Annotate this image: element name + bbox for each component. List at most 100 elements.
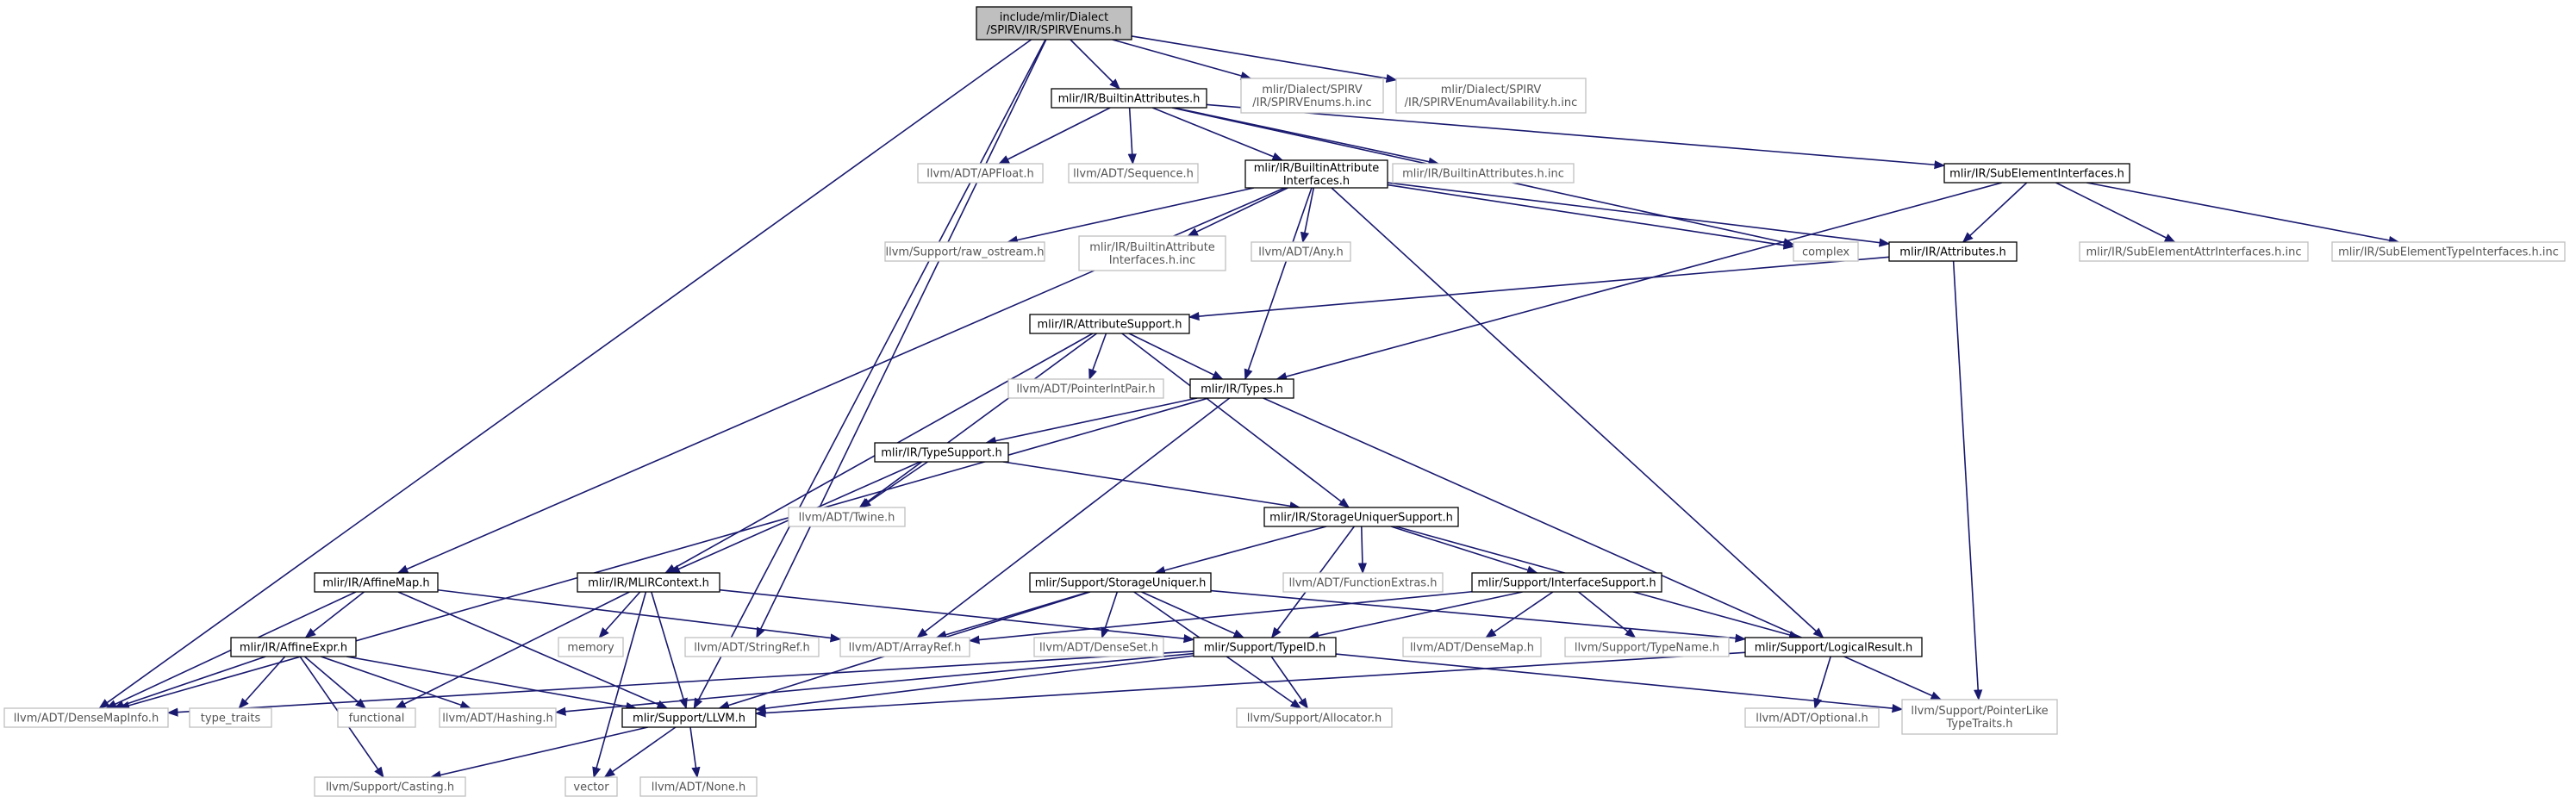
node-attributesupport_h[interactable]: mlir/IR/AttributeSupport.h: [1029, 314, 1190, 334]
node-label: mlir/Support/LogicalResult.h: [1755, 642, 1912, 655]
node-box: [1068, 163, 1199, 184]
node-label: llvm/ADT/Any.h: [1258, 246, 1344, 259]
edge-builtinattributeinterfaces_h-to-any: [1300, 187, 1315, 244]
edge-subelementinterfaces_h-to-subelementtypeinterfaces_inc: [2086, 182, 2400, 245]
edge-subelementinterfaces_h-to-types_h: [1276, 182, 2003, 381]
edge-mlircontext_h-to-llvm_h: [651, 591, 688, 710]
edge-builtinattributes_h-to-apfloat: [998, 107, 1111, 165]
edge-types_h-to-densemapinfo: [118, 397, 1209, 710]
node-typesupport_h[interactable]: mlir/IR/TypeSupport.h: [874, 442, 1009, 463]
node-raw_ostream: llvm/Support/raw_ostream.h: [884, 241, 1045, 262]
edge-subelementinterfaces_h-to-subelementattrinterfaces_inc: [2055, 182, 2176, 243]
node-builtinattributes_h[interactable]: mlir/IR/BuiltinAttributes.h: [1051, 88, 1207, 109]
edge-root-to-builtinattributes_h: [1070, 39, 1120, 90]
edge-types_h-to-arrayref: [916, 397, 1231, 638]
edge-builtinattributeinterfaces_h-to-logicalresult_h: [1331, 187, 1824, 638]
edge-builtinattributes_h-to-builtinattributeinterfaces_h: [1151, 107, 1284, 161]
node-complex: complex: [1793, 241, 1859, 262]
node-box: [564, 776, 618, 797]
edge-builtinattributes_h-to-subelementinterfaces_h: [1206, 103, 1946, 170]
edge-logicalresult_h-to-optional: [1813, 656, 1831, 710]
node-llvm_h[interactable]: mlir/Support/LLVM.h: [621, 707, 757, 728]
node-subelementinterfaces_h[interactable]: mlir/IR/SubElementInterfaces.h: [1943, 163, 2130, 184]
node-mlircontext_h[interactable]: mlir/IR/MLIRContext.h: [577, 572, 720, 593]
edge-attributesupport_h-to-types_h: [1128, 333, 1224, 380]
node-box: [577, 572, 720, 593]
node-casting: llvm/Support/Casting.h: [314, 776, 466, 797]
node-label: mlir/Support/LLVM.h: [633, 713, 745, 725]
edge-storageuniquer_h-to-denseset: [1101, 591, 1119, 639]
edge-affineexpr_h-to-hashing: [321, 656, 471, 710]
node-box: [884, 241, 1045, 262]
node-denseset: llvm/ADT/DenseSet.h: [1033, 637, 1164, 657]
edge-mlircontext_h-to-vector: [592, 591, 647, 779]
node-label: mlir/IR/TypeSupport.h: [881, 447, 1001, 460]
node-label: mlir/Support/StorageUniquer.h: [1035, 577, 1207, 590]
edge-affineexpr_h-to-densemapinfo: [113, 656, 266, 710]
node-box: [1189, 378, 1294, 399]
node-box: [621, 707, 757, 728]
node-label: functional: [349, 713, 405, 725]
node-attributes_h[interactable]: mlir/IR/Attributes.h: [1888, 241, 2018, 262]
node-box: [1244, 159, 1388, 189]
node-functionextras: llvm/ADT/FunctionExtras.h: [1282, 572, 1444, 593]
node-box: [1943, 163, 2130, 184]
node-box: [3, 707, 169, 728]
node-label: mlir/IR/SubElementTypeInterfaces.h.inc: [2338, 246, 2559, 259]
node-label: mlir/IR/SubElementInterfaces.h: [1949, 168, 2124, 181]
edge-affineexpr_h-to-type_traits: [238, 656, 286, 709]
node-stringref: llvm/ADT/StringRef.h: [684, 637, 820, 657]
node-subelementtypeinterfaces_inc: mlir/IR/SubElementTypeInterfaces.h.inc: [2331, 241, 2566, 262]
node-label: llvm/ADT/Sequence.h: [1073, 168, 1194, 181]
node-interfacesupport_h[interactable]: mlir/Support/InterfaceSupport.h: [1471, 572, 1662, 593]
node-logicalresult_h[interactable]: mlir/Support/LogicalResult.h: [1744, 637, 1923, 657]
node-densemapinfo: llvm/ADT/DenseMapInfo.h: [3, 707, 169, 728]
node-label: llvm/ADT/FunctionExtras.h: [1289, 577, 1438, 590]
node-vector: vector: [564, 776, 618, 797]
edge-root-to-stringref: [756, 39, 1047, 639]
node-spirvenumavailability_inc: mlir/Dialect/SPIRV/IR/SPIRVEnumAvailabil…: [1395, 78, 1587, 114]
node-arrayref: llvm/ADT/ArrayRef.h: [839, 637, 970, 657]
node-typename: llvm/Support/TypeName.h: [1564, 637, 1730, 657]
node-box: [439, 707, 557, 728]
node-affineexpr_h[interactable]: mlir/IR/AffineExpr.h: [230, 637, 357, 657]
node-sequence: llvm/ADT/Sequence.h: [1068, 163, 1199, 184]
node-affinemap_h[interactable]: mlir/IR/AffineMap.h: [314, 572, 439, 593]
node-label: llvm/ADT/DenseSet.h: [1039, 642, 1158, 655]
edge-typeid_h-to-allocator: [1270, 656, 1309, 710]
node-box: [1471, 572, 1662, 593]
edge-builtinattributeinterfaces_h-to-attributes_h: [1387, 182, 1891, 247]
edge-llvm_h-to-none: [689, 726, 701, 779]
node-label: mlir/IR/MLIRContext.h: [588, 577, 709, 590]
edge-interfacesupport_h-to-densemap: [1485, 591, 1554, 638]
node-label: llvm/ADT/None.h: [652, 781, 745, 794]
node-label: TypeTraits.h: [1945, 718, 2012, 731]
node-hashing: llvm/ADT/Hashing.h: [439, 707, 557, 728]
edge-storageuniquersupport_h-to-storageuniquer_h: [1154, 526, 1327, 575]
node-storageuniquersupport_h[interactable]: mlir/IR/StorageUniquerSupport.h: [1263, 507, 1459, 527]
node-types_h[interactable]: mlir/IR/Types.h: [1189, 378, 1294, 399]
node-box: [337, 707, 416, 728]
node-label: mlir/IR/StorageUniquerSupport.h: [1269, 512, 1453, 525]
node-label: mlir/IR/AffineMap.h: [322, 577, 429, 590]
node-root[interactable]: include/mlir/Dialect/SPIRV/IR/SPIRVEnums…: [976, 6, 1132, 40]
node-box: [1033, 637, 1164, 657]
node-label: llvm/Support/TypeName.h: [1575, 642, 1719, 655]
edge-typeid_h-to-pointerliketypetraits: [1335, 653, 1904, 713]
node-storageuniquer_h[interactable]: mlir/Support/StorageUniquer.h: [1029, 572, 1212, 593]
edge-mlircontext_h-to-functional: [394, 591, 630, 709]
node-box: [976, 6, 1132, 40]
edges-layer: [98, 35, 2400, 780]
node-label: llvm/ADT/DenseMap.h: [1410, 642, 1534, 655]
node-typeid_h[interactable]: mlir/Support/TypeID.h: [1193, 637, 1337, 657]
node-subelementattrinterfaces_inc: mlir/IR/SubElementAttrInterfaces.h.inc: [2079, 241, 2309, 262]
node-label: llvm/Support/PointerLike: [1911, 705, 2048, 718]
nodes-layer: include/mlir/Dialect/SPIRV/IR/SPIRVEnums…: [3, 6, 2566, 797]
node-label: llvm/ADT/PointerIntPair.h: [1016, 383, 1155, 396]
edge-mlircontext_h-to-typeid_h: [719, 588, 1195, 644]
node-label: mlir/Dialect/SPIRV: [1441, 84, 1542, 96]
node-label: llvm/ADT/Hashing.h: [442, 713, 552, 725]
node-box: [230, 637, 357, 657]
